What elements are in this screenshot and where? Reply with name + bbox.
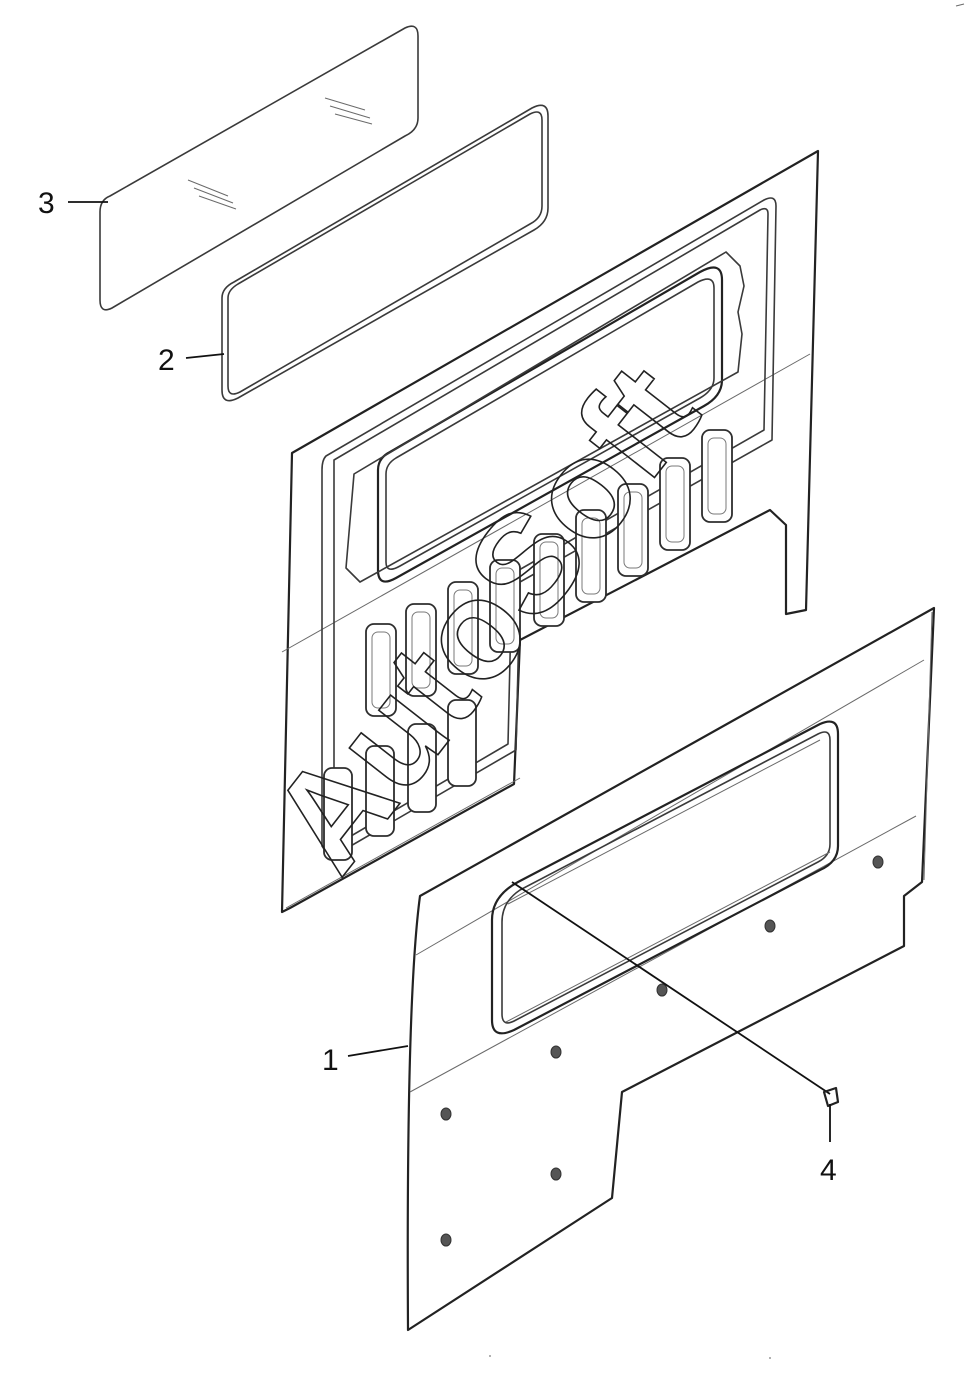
outer-panel-mounting-holes — [440, 855, 884, 1247]
callout-2-label: 2 — [158, 344, 175, 377]
window-seal-part-2[interactable] — [221, 104, 549, 402]
clip-fastener-part-4[interactable] — [511, 881, 840, 1108]
callout-1-label: 1 — [322, 1044, 339, 1077]
outer-door-panel-part-1[interactable] — [406, 606, 936, 1332]
scan-specks — [489, 3, 965, 1359]
watermark-text: AutoSoft — [240, 336, 728, 898]
inner-panel-slots — [323, 429, 733, 861]
callout-4-label: 4 — [820, 1154, 837, 1187]
callout-3-label: 3 — [38, 187, 55, 220]
callout-leaders — [68, 201, 831, 1142]
window-glass-part-3[interactable] — [99, 25, 419, 311]
inner-door-panel[interactable] — [280, 149, 820, 914]
